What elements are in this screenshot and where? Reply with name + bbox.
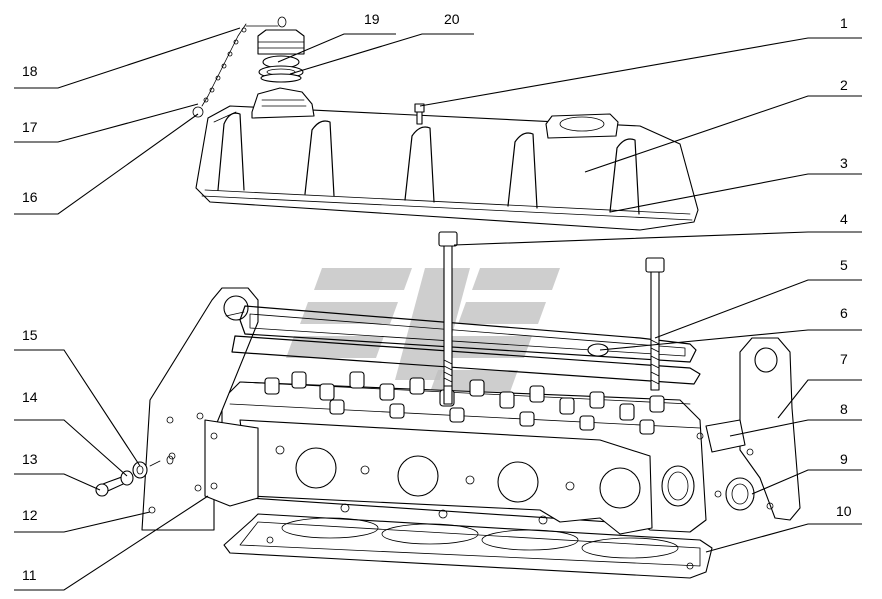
callout-17: 17 — [22, 119, 38, 135]
left-lifting-bracket — [141, 287, 259, 531]
bracket-bolt-assembly — [95, 455, 174, 497]
valve-cover-gaskets — [231, 305, 701, 385]
callout-20: 20 — [444, 11, 460, 27]
watermark-logo — [286, 268, 560, 392]
side-plate — [204, 419, 259, 507]
callout-6: 6 — [840, 305, 848, 321]
valve-train — [264, 371, 665, 435]
leader-lines — [14, 27, 862, 591]
callout-15: 15 — [22, 327, 38, 343]
head-gasket — [223, 513, 713, 579]
side-plug — [725, 477, 755, 511]
callout-11: 11 — [22, 567, 37, 583]
callout-12: 12 — [22, 507, 38, 523]
callout-7: 7 — [840, 351, 848, 367]
callout-8: 8 — [840, 401, 848, 417]
right-lifting-bracket — [705, 337, 801, 521]
callout-14: 14 — [22, 389, 38, 405]
callout-10: 10 — [836, 503, 852, 519]
callout-19: 19 — [364, 11, 380, 27]
cylinder-head — [221, 371, 722, 535]
callout-1: 1 — [840, 15, 848, 31]
callout-9: 9 — [840, 451, 848, 467]
cap-chain — [192, 16, 287, 118]
callout-3: 3 — [840, 155, 848, 171]
callout-13: 13 — [22, 451, 38, 467]
callout-4: 4 — [840, 211, 848, 227]
callout-5: 5 — [840, 257, 848, 273]
callout-16: 16 — [22, 189, 38, 205]
filler-cap — [257, 29, 305, 83]
head-bolts — [438, 231, 665, 405]
valve-cover — [195, 87, 699, 231]
callout-2: 2 — [840, 77, 848, 93]
callout-labels: 1 2 3 4 5 6 7 8 9 10 11 12 13 14 15 16 1… — [22, 11, 852, 583]
callout-18: 18 — [22, 63, 38, 79]
